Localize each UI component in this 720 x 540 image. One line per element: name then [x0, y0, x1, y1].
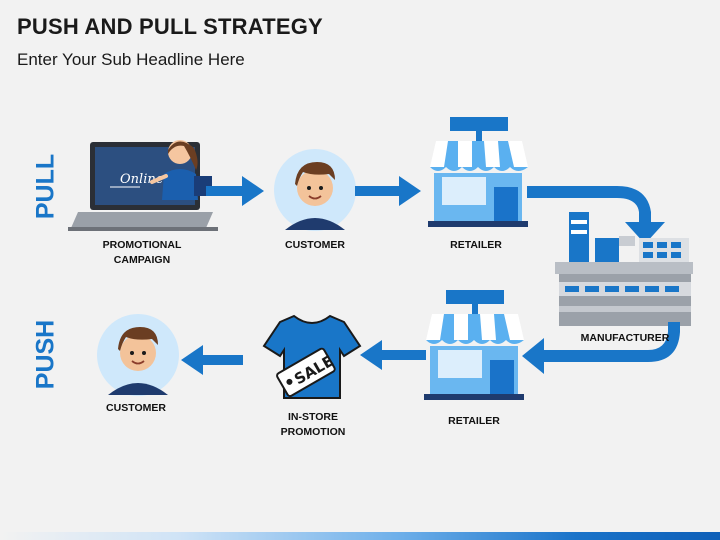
caption-promotional-campaign: PROMOTIONAL CAMPAIGN — [102, 239, 182, 266]
caption-manufacturer: MANUFACTURER — [580, 332, 670, 344]
customer-avatar-icon — [97, 314, 179, 396]
store-icon — [428, 117, 528, 227]
laptop-icon: Online — [68, 140, 218, 231]
arrow-left-icon — [360, 340, 426, 370]
pull-label: PULL — [31, 153, 60, 220]
curved-arrow-icon — [527, 186, 665, 244]
factory-icon — [555, 212, 693, 326]
curved-arrow-icon — [522, 322, 680, 374]
push-label: PUSH — [31, 319, 60, 390]
caption-customer-push: CUSTOMER — [106, 402, 166, 414]
caption-retailer-pull: RETAILER — [450, 239, 502, 251]
store-icon — [424, 290, 524, 400]
arrow-left-icon — [181, 345, 243, 375]
customer-avatar-icon — [274, 149, 356, 231]
page-subtitle: Enter Your Sub Headline Here — [17, 50, 245, 69]
page-title: PUSH AND PULL STRATEGY — [17, 14, 323, 39]
arrow-right-icon — [206, 176, 264, 206]
caption-retailer-push: RETAILER — [448, 415, 500, 427]
caption-customer-pull: CUSTOMER — [285, 239, 345, 251]
footer-gradient-bar — [0, 532, 720, 540]
arrow-right-icon — [355, 176, 421, 206]
caption-in-store-promotion: IN-STORE PROMOTION — [280, 411, 346, 438]
sale-shirt-icon: SALE — [262, 314, 362, 399]
